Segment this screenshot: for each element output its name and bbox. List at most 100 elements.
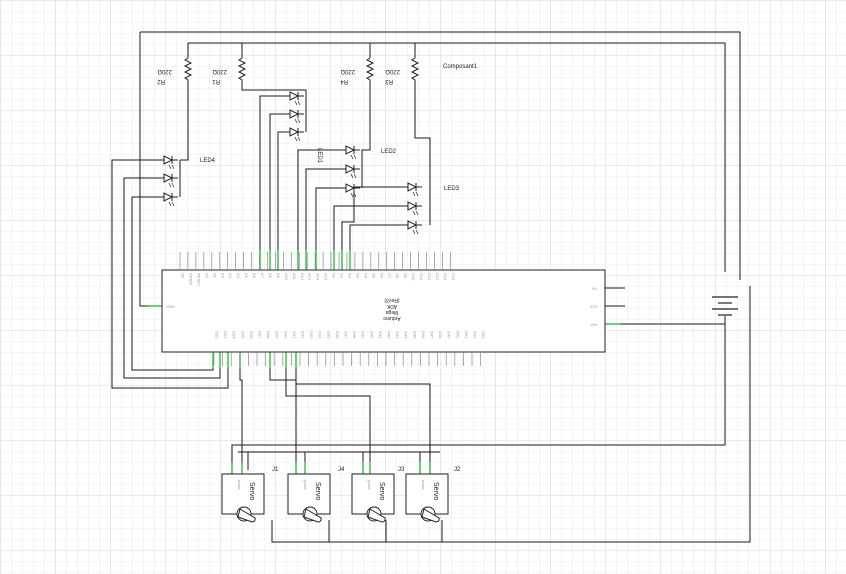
servo-J2-ref: J2: [454, 467, 461, 473]
arduino-bottom-pin-label: D44: [404, 331, 409, 339]
arduino-bottom-pin-label: D32: [301, 331, 306, 339]
arduino-bottom-pin-label: D28: [266, 331, 271, 339]
arduino-top-pin-label: A5: [244, 273, 249, 279]
led-group-LED4[interactable]: LED4: [157, 155, 216, 207]
led-group-LED3[interactable]: LED3: [401, 182, 460, 235]
arduino-bottom-pin-label: D41: [378, 331, 383, 339]
servo-J1-ref: J1: [272, 467, 279, 473]
arduino-bottom-pin-label: D43: [395, 331, 400, 339]
arduino-bottom-pin-label: D39: [361, 331, 366, 339]
arduino-bottom-pin-label: D48: [438, 331, 443, 339]
arduino-top-pin-label: IOREF: [188, 273, 193, 286]
arduino-top-pin-label: D0: [332, 273, 337, 279]
arduino-title-line-1: Arduino: [383, 315, 400, 321]
led-LED2-ref: LED2: [381, 149, 397, 155]
arduino-top-pin-label: A12: [300, 273, 305, 281]
resistor-R2[interactable]: R2 220Ω: [157, 57, 193, 84]
servo-J1-title: Servo: [248, 482, 255, 500]
arduino-top-pin-label: D5: [371, 273, 376, 279]
arduino-bottom-pin-label: D47: [430, 331, 435, 339]
arduino-top-pin-label: A13: [308, 273, 313, 281]
servo-J3-ref: J3: [398, 467, 405, 473]
arduino-bottom-pin-label: D45: [412, 331, 417, 339]
arduino-gnd-label: GND: [166, 304, 175, 309]
arduino-top-pin-label: A14: [316, 273, 321, 281]
resistor-R2-ref: R2: [157, 78, 165, 84]
arduino-title-line-3: ADK: [386, 303, 397, 309]
arduino-top-pin-label: D15: [451, 273, 456, 281]
arduino-top-pin-label: D3: [355, 273, 360, 279]
resistor-R3[interactable]: R3 220Ω: [385, 57, 420, 84]
arduino-bottom-pin-label: D31: [292, 331, 297, 339]
servo-J4-pin: pulse: [303, 480, 308, 490]
battery-symbol[interactable]: [712, 296, 738, 316]
arduino-bottom-pin-label: D29: [275, 331, 280, 339]
arduino-bottom-pin-label: D50: [455, 331, 460, 339]
arduino-top-pin-label: A15: [324, 273, 329, 281]
arduino-top-pin-label: A10: [284, 273, 289, 281]
arduino-title-line-4: (Rev3): [384, 297, 399, 303]
resistor-R4-ref: R4: [340, 78, 348, 84]
arduino-bottom-pin-label: D26: [249, 331, 254, 339]
arduino-top-pin-label: A8: [268, 273, 273, 279]
pin-connections: [148, 250, 620, 474]
led-LED3-ref: LED3: [444, 186, 460, 192]
arduino-bottom-pin-label: D24: [232, 331, 237, 339]
arduino-bottom-pin-label: D37: [344, 331, 349, 339]
arduino-bottom-pin-label: D51: [464, 331, 469, 339]
arduino-bottom-pin-label: D53: [481, 331, 486, 339]
arduino-top-pin-label: A3: [228, 273, 233, 279]
arduino-top-pin-label: A4: [236, 273, 241, 279]
arduino-bottom-pin-label: D36: [335, 331, 340, 339]
resistor-R1[interactable]: R1 220Ω: [212, 57, 247, 84]
wires: [111, 31, 751, 543]
arduino-top-pin-label: A0: [204, 273, 209, 279]
arduino-top-pin-label: A9: [276, 273, 281, 279]
arduino-top-pin-label: D4: [363, 273, 368, 279]
arduino-bottom-pin-label: D46: [421, 331, 426, 339]
arduino-top-pin-label: D6: [379, 273, 384, 279]
resistor-R1-value: 220Ω: [212, 68, 227, 74]
arduino-top-pin-label: D2: [347, 273, 352, 279]
servo-J2-pin: pulse: [421, 480, 426, 490]
arduino-top-pin-label: D14: [443, 273, 448, 281]
arduino-bottom-pin-label: D33: [309, 331, 314, 339]
led-LED4-ref: LED4: [200, 158, 216, 164]
servo-J2[interactable]: Servo pulse J2: [405, 467, 461, 523]
arduino-bottom-pin-label: D30: [283, 331, 288, 339]
arduino-top-pin-label: RESET: [196, 273, 201, 287]
servo-J4-ref: J4: [338, 467, 345, 473]
servo-J3-pin: pulse: [367, 480, 372, 490]
arduino-top-pin-label: A6: [252, 273, 257, 279]
resistor-R2-value: 220Ω: [157, 68, 172, 74]
composant-label: Composant1: [443, 64, 478, 70]
arduino-top-pin-label: D12: [427, 273, 432, 281]
resistor-R4[interactable]: R4 220Ω: [340, 57, 375, 84]
servo-J4-title: Servo: [314, 482, 321, 500]
servo-J3[interactable]: Servo pulse J3: [351, 467, 405, 523]
arduino-top-pin-label: A2: [220, 273, 225, 279]
arduino-bottom-pin-label: D27: [258, 331, 263, 339]
arduino-bottom-pin-label: D23: [223, 331, 228, 339]
arduino-top-pin-label: NC: [181, 273, 186, 279]
led-group-LED2[interactable]: LED1 LED2: [316, 145, 397, 198]
resistor-R1-ref: R1: [212, 78, 220, 84]
servo-J1[interactable]: Servo pulse J1: [221, 467, 279, 523]
arduino-top-pin-label: D10: [411, 273, 416, 281]
arduino-bottom-pin-label: D38: [352, 331, 357, 339]
servo-J2-title: Servo: [432, 482, 439, 500]
arduino-vin-label: VIN: [590, 322, 597, 327]
resistor-R4-value: 220Ω: [340, 68, 355, 74]
led-LED1-ref: LED1: [316, 148, 322, 164]
arduino-top-pin-label: D7: [387, 273, 392, 279]
arduino-top-pin-label: D8: [395, 273, 400, 279]
arduino-bottom-pin-label: D22: [215, 331, 220, 339]
servo-J4[interactable]: Servo pulse J4: [287, 467, 345, 523]
arduino-bottom-pin-label: D25: [240, 331, 245, 339]
arduino-top-pin-label: A11: [292, 273, 297, 281]
arduino-3v3-label: 3V3: [590, 304, 598, 309]
